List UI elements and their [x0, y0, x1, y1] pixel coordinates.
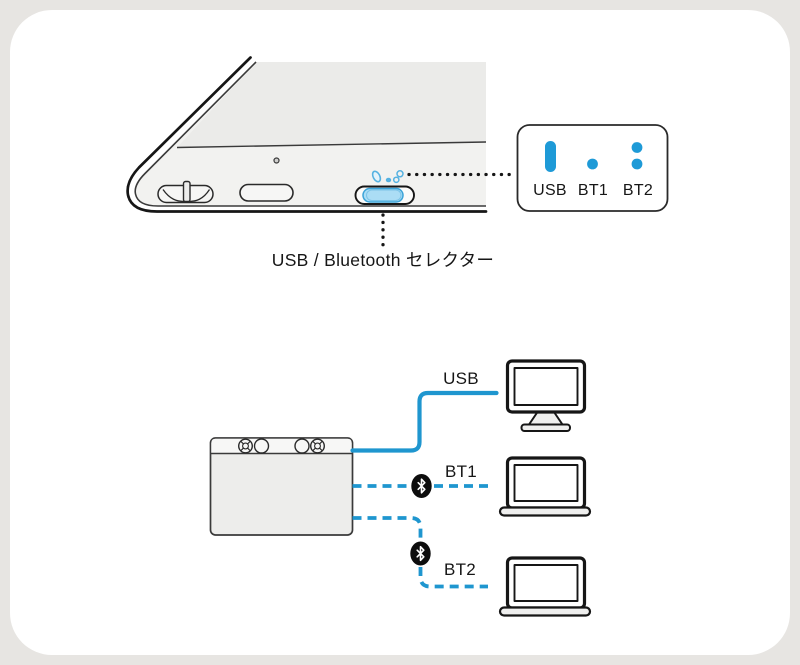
- plain-knob: [294, 438, 310, 454]
- bluetooth-badge-bt2: [410, 541, 431, 566]
- device-top-surface: [177, 62, 486, 148]
- wheel-tab: [182, 180, 191, 203]
- bluetooth-badge-bt1: [411, 474, 432, 498]
- monitor-base: [520, 423, 571, 432]
- bt2-connection-line: [352, 516, 488, 589]
- usb-connection-label: USB: [443, 369, 479, 388]
- laptop-screen: [513, 564, 579, 602]
- callout-bt2-label: BT2: [623, 182, 653, 199]
- selector-slider: [362, 187, 404, 203]
- led-hole: [273, 157, 280, 164]
- laptop-base: [498, 606, 592, 617]
- mini-bt2-icon: [392, 170, 404, 184]
- mini-usb-icon: [371, 170, 382, 183]
- laptop-screen: [513, 464, 579, 502]
- desktop-computer-icon: [505, 359, 587, 432]
- bt2-dots-indicator-icon: [631, 142, 643, 170]
- selector-caption: USB / Bluetooth セレクター: [272, 250, 494, 270]
- monitor-screen: [513, 367, 579, 406]
- bt1-dot-indicator-icon: [587, 158, 598, 170]
- bt1-connection-label: BT1: [445, 462, 477, 481]
- indicator-callout: USB BT1 BT2: [516, 124, 669, 212]
- plain-knob: [253, 438, 270, 454]
- center-button: [239, 183, 294, 202]
- bluetooth-rune-icon: [416, 545, 425, 562]
- scroll-wheel: [157, 180, 214, 204]
- usb-connection-line: [350, 390, 499, 453]
- usb-pill-indicator-icon: [545, 141, 556, 172]
- bluetooth-rune-icon: [417, 478, 426, 494]
- bt2-connection-label: BT2: [444, 560, 476, 579]
- mini-bt1-icon: [385, 177, 392, 183]
- laptop-icon-bt2: [498, 556, 592, 617]
- device-outer-contour: [126, 56, 488, 213]
- screw-knob: [310, 438, 326, 454]
- connection-diagram: USB BT1: [209, 359, 592, 617]
- device-inner-contour: [134, 61, 486, 207]
- device-box: [209, 437, 354, 536]
- selector-indicator-icons: [371, 170, 404, 184]
- callout-usb-label: USB: [533, 182, 567, 199]
- screw-knob: [237, 438, 253, 454]
- callout-bt1-label: BT1: [578, 182, 608, 199]
- selector-switch: [354, 185, 415, 205]
- device-edge-line: [176, 141, 487, 149]
- device-box-knobs: [237, 438, 326, 454]
- device-box-top-strip: [211, 438, 352, 454]
- device-edge-illustration: USB BT1 BT2 USB / Bluetooth セレクター: [126, 56, 669, 270]
- laptop-icon-bt1: [498, 456, 592, 517]
- laptop-base: [498, 506, 592, 517]
